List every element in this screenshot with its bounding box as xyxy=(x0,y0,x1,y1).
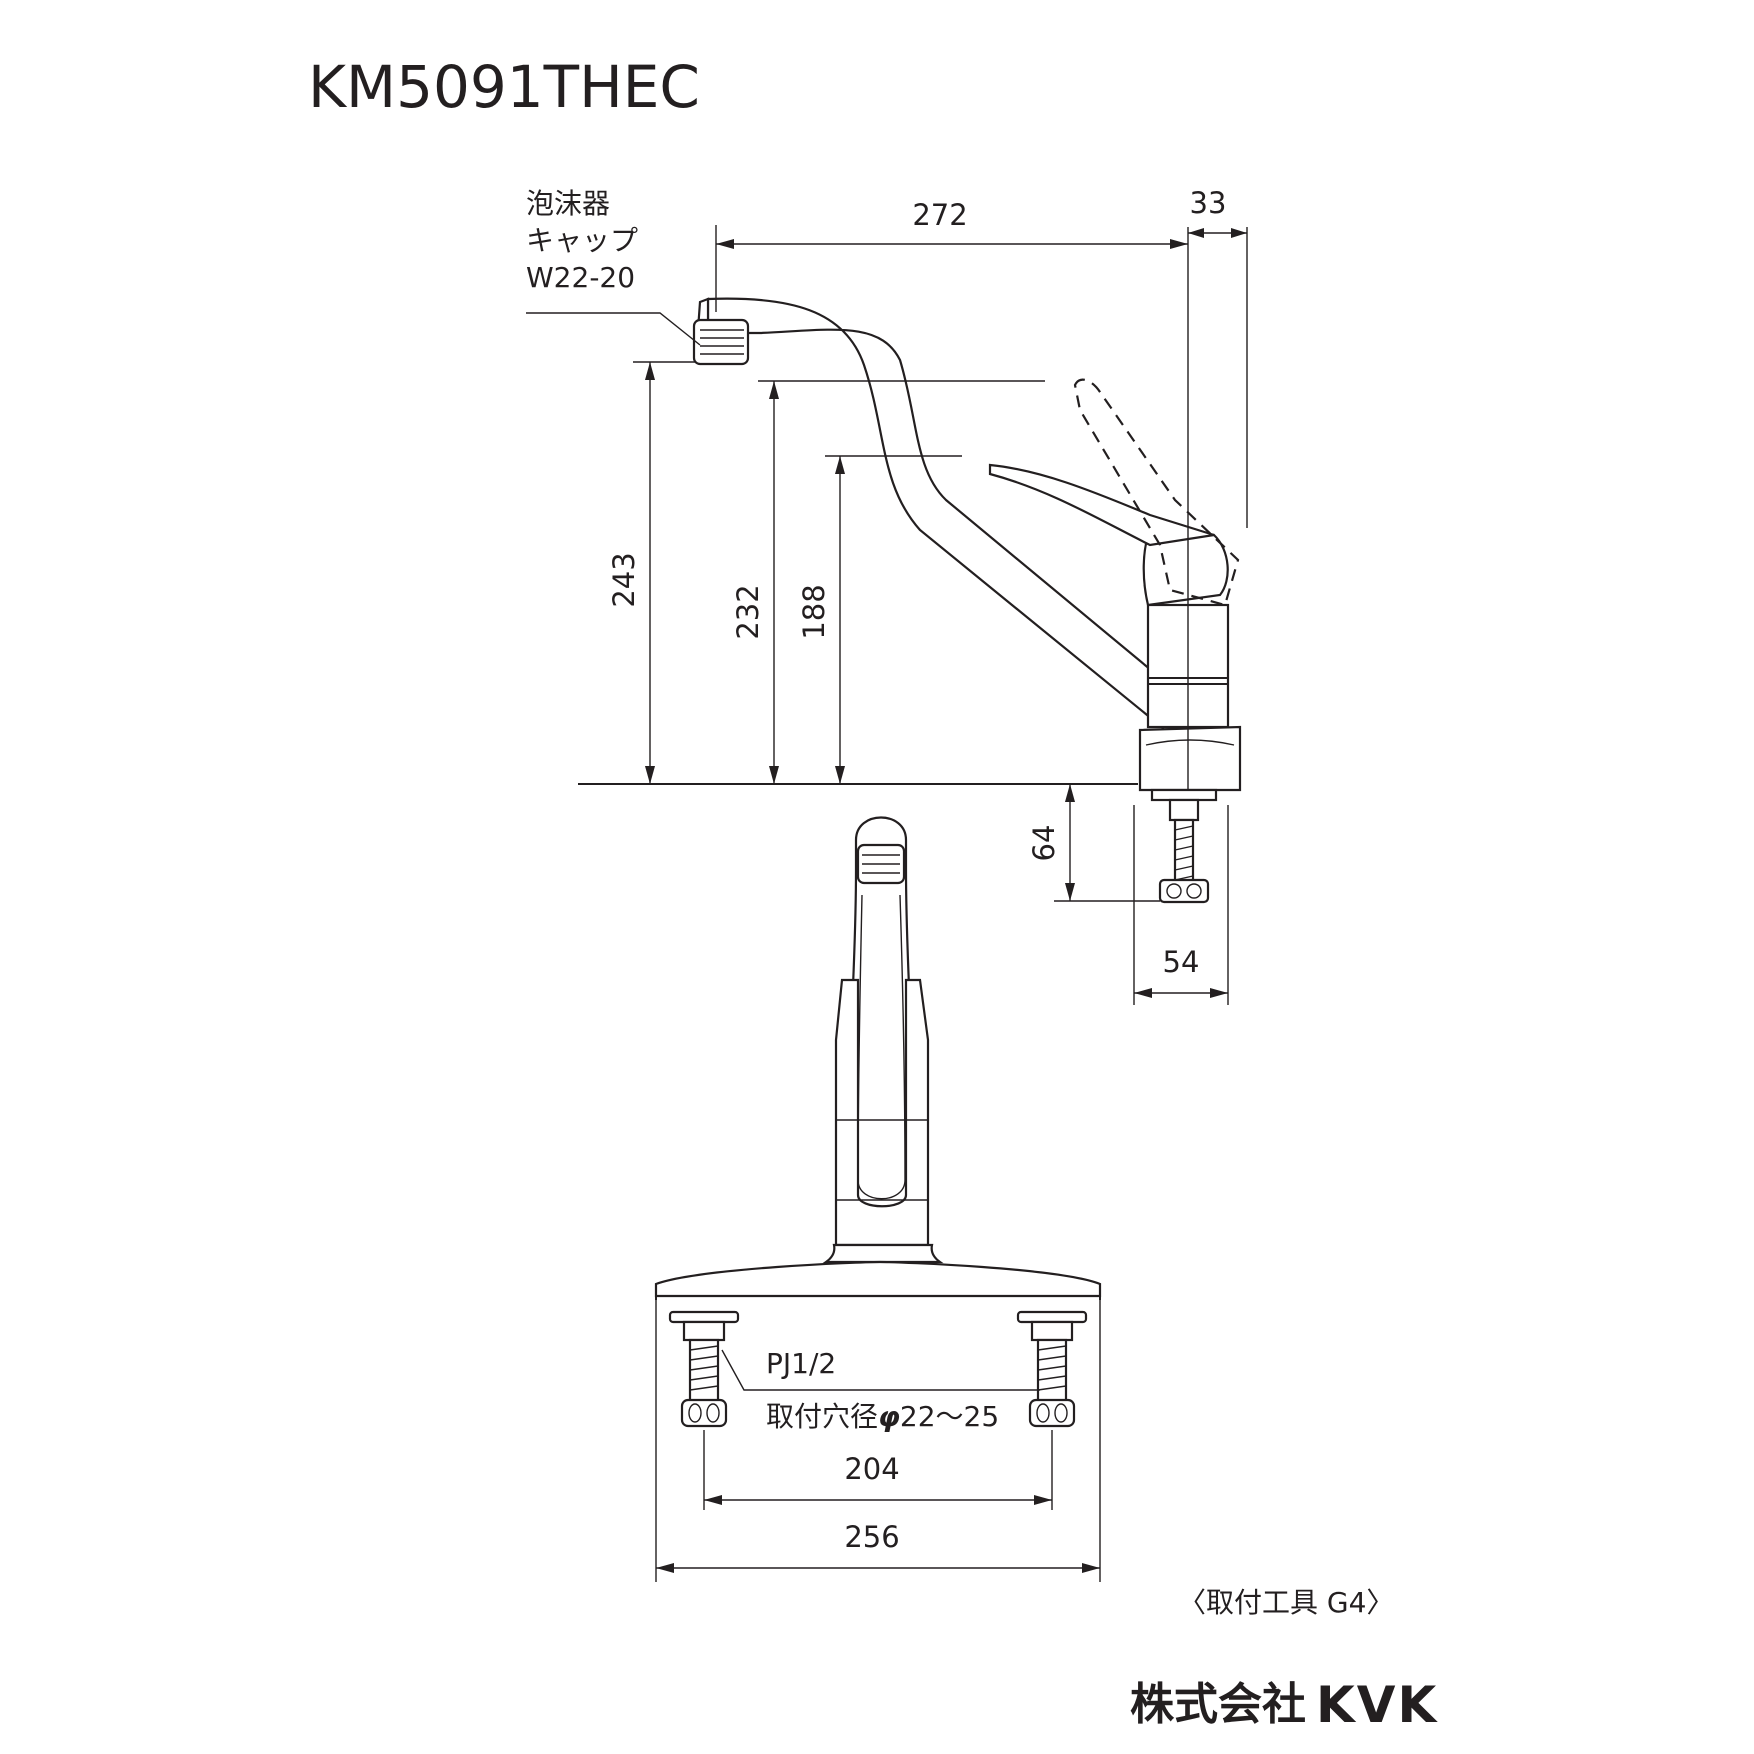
dim-arrow xyxy=(1034,1495,1052,1505)
supply-end-right xyxy=(1028,1398,1076,1428)
thread-line xyxy=(1174,845,1194,851)
bolt-thread xyxy=(1037,1355,1067,1361)
thread-line xyxy=(1174,835,1194,841)
side-view: 泡沫器 キャップ W22-20 272 33 243 232 188 xyxy=(526,186,1248,1005)
dim-arrow xyxy=(645,362,655,380)
brand-logo: KVK xyxy=(1316,1676,1438,1734)
body-front xyxy=(834,978,930,1247)
supply-end-left-hole xyxy=(688,1403,702,1423)
diameter-symbol: φ xyxy=(878,1400,900,1433)
mount-nut-washer xyxy=(1150,788,1218,802)
dim-arrow xyxy=(1170,239,1188,249)
supply-end-left xyxy=(680,1398,728,1428)
aerator-leader-line xyxy=(526,312,701,346)
supply-pipe-hot xyxy=(1166,883,1182,899)
dim-arrow xyxy=(769,381,779,399)
mount-nut-left xyxy=(682,1320,726,1342)
dim-arrow xyxy=(769,766,779,784)
lever-closed xyxy=(988,463,1215,547)
dim-spout-height: 243 xyxy=(607,552,641,607)
dim-arrow xyxy=(835,766,845,784)
bolt-thread xyxy=(1037,1385,1067,1391)
mount-bolt-right xyxy=(1036,1338,1068,1404)
dim-base-width: 256 xyxy=(844,1520,899,1554)
bolt-thread xyxy=(689,1375,719,1381)
tool-note: 〈取付工具 G4〉 xyxy=(1178,1586,1394,1619)
supply-pipe-cold xyxy=(1186,883,1202,899)
thread-line xyxy=(1174,855,1194,861)
dim-lever-height: 188 xyxy=(797,584,831,639)
aerator-label-line2: キャップ xyxy=(526,224,638,257)
bolt-thread xyxy=(689,1365,719,1371)
model-number: KM5091THEC xyxy=(308,53,700,121)
dim-arrow xyxy=(1210,988,1228,998)
mount-hole-range: 22～25 xyxy=(900,1400,999,1433)
bolt-thread xyxy=(689,1385,719,1391)
lever-open-dashed xyxy=(1073,378,1240,607)
dim-lever-offset: 33 xyxy=(1190,186,1227,220)
dim-arrow xyxy=(645,766,655,784)
base-highlight xyxy=(1145,739,1235,746)
bolt-thread xyxy=(1037,1345,1067,1351)
spout-front-inner xyxy=(857,894,906,1200)
bolt-thread xyxy=(1037,1375,1067,1381)
thread-line xyxy=(1174,825,1194,831)
mount-washer-left xyxy=(668,1310,740,1324)
dim-arrow xyxy=(1082,1563,1100,1573)
supply-pipe-ends xyxy=(1158,878,1210,904)
dim-arrow xyxy=(1134,988,1152,998)
dim-arrow xyxy=(656,1563,674,1573)
company-name: 株式会社 xyxy=(1130,1679,1306,1730)
dim-arrow xyxy=(1231,228,1247,238)
dim-arrow xyxy=(835,456,845,474)
mount-nut-right xyxy=(1030,1320,1074,1342)
dim-arrow xyxy=(716,239,734,249)
dim-arrow xyxy=(1188,228,1204,238)
mount-hole-text: 取付穴径 xyxy=(766,1400,878,1433)
mount-hole-label: 取付穴径φ22～25 xyxy=(766,1400,999,1433)
mount-washer-right xyxy=(1016,1310,1088,1324)
dim-body-width: 54 xyxy=(1163,945,1200,979)
aerator-cap-side xyxy=(692,318,750,366)
body-front-flare xyxy=(822,1243,944,1264)
supply-end-right-hole xyxy=(1054,1403,1068,1423)
supply-end-left-hole xyxy=(706,1403,720,1423)
body-base xyxy=(1138,725,1242,792)
thread-line xyxy=(1174,865,1194,871)
dim-arrow xyxy=(1065,784,1075,802)
aerator-label-line3: W22-20 xyxy=(526,261,635,294)
dim-spout-reach: 272 xyxy=(912,198,967,232)
bolt-thread xyxy=(689,1345,719,1351)
dim-shank-length: 64 xyxy=(1027,825,1061,862)
aerator-label-line1: 泡沫器 xyxy=(526,187,610,220)
bolt-thread xyxy=(1037,1365,1067,1371)
dim-outlet-height: 232 xyxy=(731,584,765,639)
dim-hole-spacing: 204 xyxy=(844,1452,899,1486)
supply-end-right-hole xyxy=(1036,1403,1050,1423)
base-plate xyxy=(654,1260,1102,1298)
thread-label: PJ1/2 xyxy=(766,1347,836,1380)
mount-nut xyxy=(1168,798,1200,822)
front-view: PJ1/2 取付穴径φ22～25 204 256 xyxy=(654,816,1102,1582)
thread-leader-line xyxy=(721,1349,1040,1391)
dim-arrow xyxy=(704,1495,722,1505)
dim-arrow xyxy=(1065,883,1075,901)
bolt-thread xyxy=(689,1355,719,1361)
cartridge-housing xyxy=(1142,528,1229,607)
